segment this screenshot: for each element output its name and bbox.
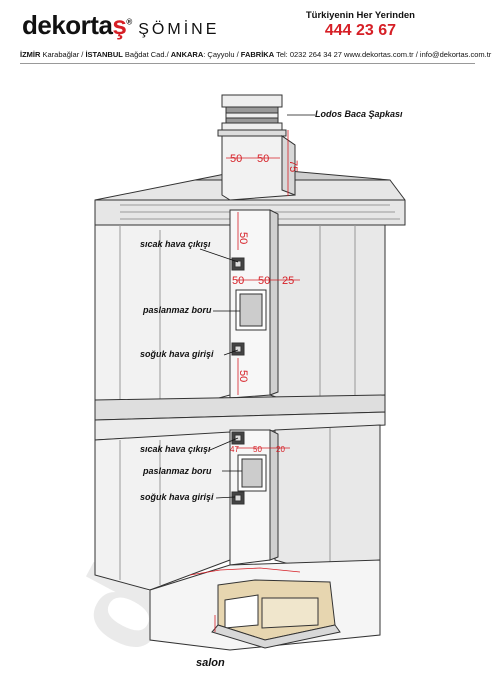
hotline-phone[interactable]: 444 23 67	[324, 22, 397, 39]
hotline-tagline: Türkiyenin Her Yerinden	[305, 10, 415, 21]
upper-floor	[94, 209, 386, 419]
floor-slab	[94, 394, 386, 441]
dim-shaft-lower: 50	[237, 370, 249, 382]
leader-lines	[199, 114, 315, 499]
addr-istanbul: Bağdat Cad./	[122, 50, 171, 59]
city-izmir: İZMİR	[20, 50, 41, 59]
label-cold-air-inlet-2: soğuk hava girişi	[140, 492, 214, 502]
dim-cap-width-1: 50	[230, 153, 242, 165]
dim-shaft-width-2: 50	[258, 275, 270, 287]
dim-floor2-b: 50	[253, 445, 262, 454]
label-cold-air-inlet-1: soğuk hava girişi	[140, 349, 214, 359]
address-line: İZMİR Karabağlar / İSTANBUL Bağdat Cad./…	[20, 50, 491, 59]
label-chimney-cap: Lodos Baca Şapkası	[315, 109, 403, 119]
callout-labels: Lodos Baca Şapkası sıcak hava çıkışı pas…	[140, 109, 403, 669]
dim-floor2-a: 47	[230, 445, 239, 454]
dim-shaft-width-1: 50	[232, 275, 244, 287]
chimney-top	[217, 94, 296, 201]
dimension-lines	[189, 130, 301, 632]
brand-logo: dekortaş® ŞÖMİNE	[22, 10, 219, 41]
dim-shaft-depth: 25	[282, 275, 294, 287]
label-room: salon	[196, 657, 225, 669]
label-steel-pipe-1: paslanmaz boru	[142, 305, 212, 315]
city-istanbul: İSTANBUL	[85, 50, 123, 59]
label-hot-air-outlet-2: sıcak hava çıkışı	[140, 444, 211, 454]
header-divider	[20, 63, 475, 64]
lower-floor	[94, 424, 381, 591]
logo-subtitle: ŞÖMİNE	[138, 21, 220, 38]
hotline: Türkiyenin Her Yerinden 444 23 67	[306, 10, 415, 40]
dim-cap-height: 75	[287, 160, 299, 172]
page-header: dekortaş® ŞÖMİNE Türkiyenin Her Yerinden…	[0, 0, 495, 68]
dim-cap-width-2: 50	[257, 153, 269, 165]
addr-izmir: Karabağlar /	[40, 50, 86, 59]
dim-shaft-upper: 50	[237, 232, 249, 244]
dimension-labels: 50 50 75 50 50 50 25 50 47 50 20	[230, 153, 299, 454]
label-steel-pipe-2: paslanmaz boru	[142, 466, 212, 476]
label-hot-air-outlet-1: sıcak hava çıkışı	[140, 239, 211, 249]
city-ankara: ANKARA	[170, 50, 204, 59]
factory-label: FABRİKA	[240, 50, 275, 59]
addr-ankara: : Çayyolu /	[203, 50, 241, 59]
logo-text: dekorta	[22, 10, 113, 40]
logo-accent: ş	[112, 10, 127, 40]
fireplace-room	[149, 559, 381, 651]
registered-mark: ®	[126, 17, 132, 27]
dim-floor2-c: 20	[276, 445, 285, 454]
contact-info[interactable]: Tel: 0232 264 34 27 www.dekortas.com.tr …	[274, 50, 492, 59]
